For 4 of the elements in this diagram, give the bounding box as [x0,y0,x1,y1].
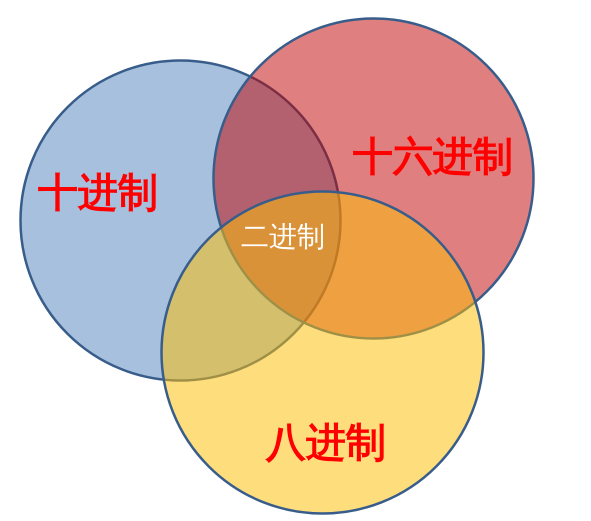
set-label: 八进制 [266,423,386,463]
set-label: 十进制 [38,173,158,213]
overlap-label: 二进制 [241,223,325,251]
set-label: 十六进制 [353,137,513,177]
